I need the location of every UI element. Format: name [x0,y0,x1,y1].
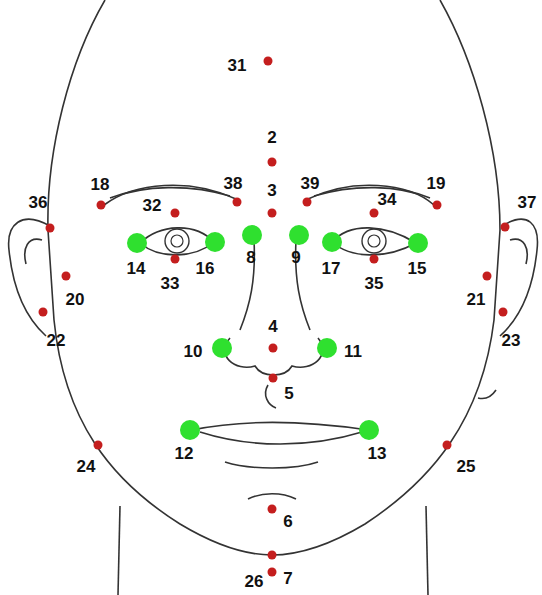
red-landmark [268,551,277,560]
callout-number: 18 [91,176,110,193]
red-landmark [233,198,242,207]
green-landmark [317,338,337,358]
callout-number: 34 [378,191,397,208]
ear-inner [25,239,42,264]
callout-number: 16 [196,260,215,277]
iris [362,229,386,253]
red-landmark [171,255,180,264]
red-landmark [62,272,71,281]
callout-number: 14 [127,260,146,277]
green-landmark [127,233,147,253]
callout-number: 3 [267,182,276,199]
neck [118,506,120,595]
pupil [368,235,380,247]
green-landmark [408,233,428,253]
red-landmark [268,158,277,167]
callout-number: 9 [291,249,300,266]
red-landmark [483,272,492,281]
callout-number: 5 [284,385,293,402]
callout-number: 24 [77,458,96,475]
green-landmark [242,225,262,245]
callout-number: 26 [245,573,264,590]
red-landmark [39,308,48,317]
callout-number: 36 [29,194,48,211]
callout-number: 15 [408,260,427,277]
red-landmark [433,201,442,210]
callout-number: 17 [322,260,341,277]
callout-number: 12 [175,445,194,462]
callout-number: 2 [267,129,276,146]
red-landmark [268,505,277,514]
callout-number: 32 [143,197,162,214]
callout-number: 22 [47,332,66,349]
callout-number: 31 [228,57,247,74]
ear-inner [510,239,527,264]
mouth [192,423,368,431]
callout-number: 23 [502,332,521,349]
callout-number: 10 [184,343,203,360]
red-landmark [264,57,273,66]
green-landmark [205,232,225,252]
iris [165,229,189,253]
callout-number: 25 [457,458,476,475]
eyebrow [308,185,434,205]
callout-number: 37 [518,194,537,211]
red-landmark [443,441,452,450]
green-landmark [322,232,342,252]
eye [140,228,214,255]
eyebrow [110,188,230,198]
nose [225,338,323,375]
callout-number: 8 [246,249,255,266]
ear [500,219,537,336]
green-landmark [180,420,200,440]
callout-number: 13 [368,445,387,462]
callout-number: 11 [344,343,362,360]
callout-number: 33 [161,275,180,292]
callout-number: 4 [268,318,277,335]
green-landmark [359,420,379,440]
pupil [171,235,183,247]
green-landmark [212,338,232,358]
red-landmark [303,198,312,207]
nose [266,385,276,408]
eyebrow [314,188,430,198]
red-landmark [269,344,278,353]
red-landmark [269,374,278,383]
jaw-line [478,390,496,399]
callout-number: 38 [224,175,243,192]
red-landmark [268,209,277,218]
callout-number: 39 [301,175,320,192]
eyebrow [104,185,236,205]
callout-number: 7 [283,570,292,587]
callout-number: 19 [427,175,446,192]
lip [225,462,318,468]
red-landmark [171,209,180,218]
neck [426,506,428,595]
eye [332,228,416,255]
red-landmark [370,209,379,218]
red-landmark [370,255,379,264]
red-landmark [499,308,508,317]
callout-number: 20 [66,291,85,308]
red-landmark [268,568,277,577]
ear [9,219,50,336]
callout-number: 6 [283,513,292,530]
callout-number: 21 [467,291,486,308]
red-landmark [501,223,510,232]
green-landmark [289,225,309,245]
mouth [200,432,362,444]
red-landmark [97,201,106,210]
callout-number: 35 [365,275,384,292]
red-landmark [94,441,103,450]
chin [248,494,296,499]
head-outline [48,0,500,555]
red-landmark [46,224,55,233]
